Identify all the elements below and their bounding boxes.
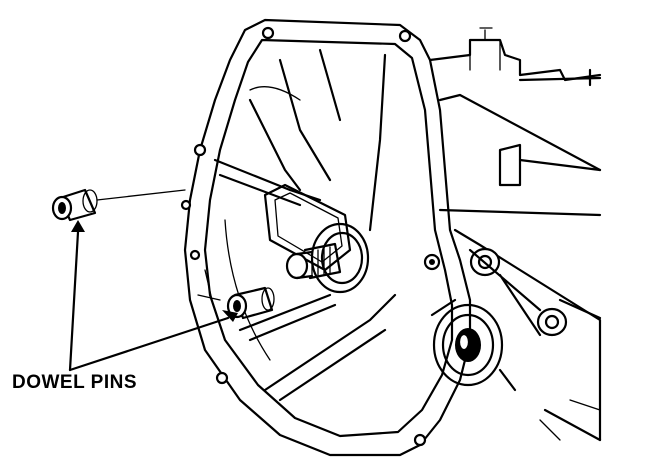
housing-bosses	[423, 247, 568, 337]
input-shaft	[285, 222, 370, 294]
transmission-case	[428, 27, 602, 442]
dowel-pin-installed	[197, 269, 275, 320]
differential-seal	[430, 298, 517, 392]
callout-arrows	[68, 220, 238, 372]
dowel-pins-label: DOWEL PINS	[12, 372, 137, 393]
dowel-pin-detached	[51, 188, 186, 222]
bell-housing	[180, 18, 472, 457]
